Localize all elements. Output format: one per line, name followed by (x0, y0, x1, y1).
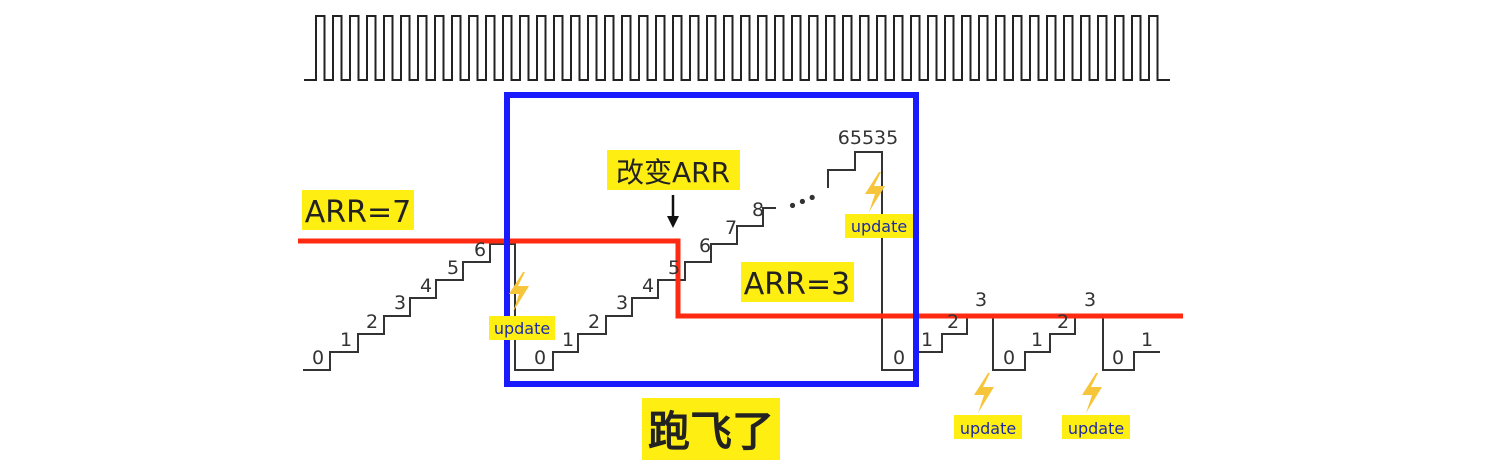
lightning-icon (1082, 373, 1102, 413)
count-label: 5 (668, 257, 680, 279)
count-label: 7 (725, 217, 737, 239)
arr-change-label: 改变ARR (616, 156, 730, 189)
clock-waveform (304, 15, 1170, 81)
runaway-tag (642, 398, 780, 460)
down-arrow-icon (667, 195, 679, 228)
arr-new-label: ARR=3 (744, 267, 850, 302)
runaway-highlight-box (504, 92, 919, 387)
count-label: 0 (312, 347, 324, 369)
runaway-label: 跑飞了 (648, 407, 774, 456)
lightning-icon (865, 172, 885, 212)
arr-new-tag (741, 262, 854, 302)
arr-initial-tag (302, 190, 414, 230)
count-label: 2 (588, 311, 600, 333)
counter-waveform-top (827, 151, 1160, 371)
arr-initial-label: ARR=7 (305, 195, 411, 230)
count-label: 2 (947, 311, 959, 333)
svg-text:update: update (851, 217, 907, 236)
update-marker: update (845, 172, 913, 238)
count-label: 6 (699, 235, 711, 257)
count-label: 8 (752, 199, 764, 221)
arr-threshold-line (298, 238, 1183, 319)
update-marker: update (954, 373, 1022, 439)
count-label: 3 (975, 289, 987, 311)
count-label: 1 (921, 329, 933, 351)
max-count-label: 65535 (838, 127, 898, 149)
update-marker: update (1062, 373, 1130, 439)
count-label: 0 (534, 347, 546, 369)
counter-waveform (303, 207, 776, 371)
svg-text:update: update (960, 419, 1016, 438)
ellipsis: ••• (784, 187, 821, 218)
count-label: 1 (562, 329, 574, 351)
count-label: 1 (340, 329, 352, 351)
count-label: 3 (394, 292, 406, 314)
lightning-icon (509, 272, 529, 312)
count-label: 0 (1003, 347, 1015, 369)
count-label: 0 (893, 347, 905, 369)
update-marker: update (489, 272, 555, 340)
svg-text:update: update (1068, 419, 1124, 438)
count-label: 4 (642, 275, 654, 297)
count-label: 1 (1141, 329, 1153, 351)
count-label: 4 (420, 275, 432, 297)
count-label: 5 (447, 257, 459, 279)
count-label: 3 (1084, 289, 1096, 311)
count-label: 2 (1057, 311, 1069, 333)
svg-text:update: update (494, 319, 550, 338)
count-label: 0 (1112, 347, 1124, 369)
count-label: 3 (616, 292, 628, 314)
count-label: 6 (474, 239, 486, 261)
count-label: 1 (1031, 329, 1043, 351)
lightning-icon (974, 373, 994, 413)
count-label: 2 (366, 311, 378, 333)
arr-change-tag (607, 150, 740, 190)
